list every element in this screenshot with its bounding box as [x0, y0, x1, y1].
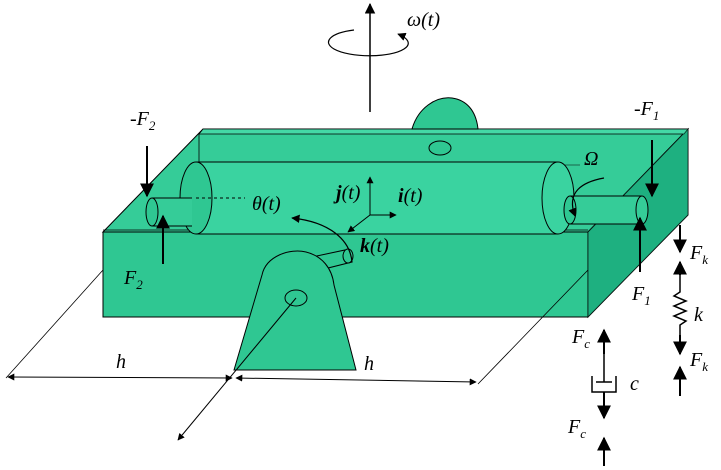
- label-damper-c: c: [630, 373, 639, 395]
- damper: [591, 328, 617, 466]
- rotor-cylinder: [179, 161, 575, 235]
- inner-back-wall: [198, 128, 689, 135]
- k-axis-arrow: [347, 214, 371, 233]
- label-fc-bottom: Fc: [567, 416, 586, 441]
- label-big-omega: Ω: [584, 148, 598, 170]
- pivot-axis-line: [177, 297, 297, 441]
- label-f2: F2: [123, 267, 143, 292]
- label-h-right: h: [364, 353, 374, 375]
- spin-omega-arrow: [568, 177, 605, 217]
- support-stand: [233, 248, 357, 371]
- label-j: j(t): [333, 182, 361, 204]
- left-shaft: [145, 197, 192, 227]
- label-fc-top: Fc: [571, 326, 590, 351]
- back-wall-hole: [428, 140, 452, 156]
- platform-front-face: [102, 231, 589, 318]
- vertical-axis: [328, 2, 409, 112]
- label-i: i(t): [398, 185, 423, 207]
- label-neg-f1: -F1: [634, 98, 659, 123]
- omega-rotation-arrow: [328, 29, 409, 57]
- theta-rotation-arrow: [291, 214, 353, 263]
- spring: [672, 225, 688, 396]
- h-left-dimension: [7, 373, 233, 382]
- label-fk-bottom: Fk: [689, 349, 708, 374]
- label-f1: F1: [631, 283, 651, 308]
- label-omega: ω(t): [407, 9, 440, 31]
- label-fk-top: Fk: [689, 242, 708, 267]
- label-spring-k: k: [694, 304, 704, 326]
- spring-coil: [672, 268, 688, 352]
- local-frame: [347, 176, 397, 233]
- h-right-dimension: [235, 374, 477, 386]
- back-bearing-bump: [411, 97, 479, 130]
- right-shaft: [563, 195, 649, 225]
- label-k: k(t): [360, 235, 389, 257]
- label-theta: θ(t): [252, 193, 281, 215]
- dimension-lines: [5, 269, 589, 441]
- label-h-left: h: [116, 351, 126, 373]
- label-neg-f2: -F2: [130, 108, 156, 133]
- stand-body: [233, 250, 357, 371]
